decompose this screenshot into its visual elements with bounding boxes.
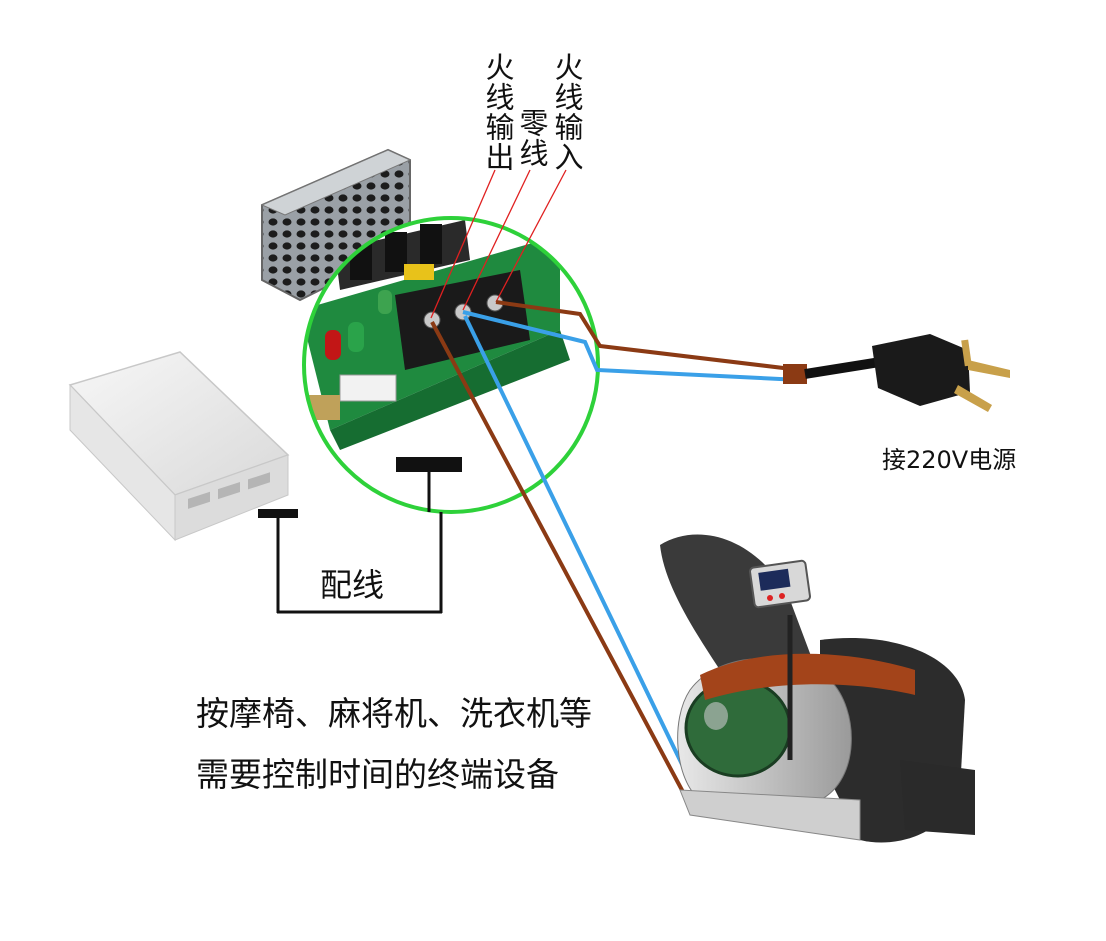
label-neutral: 零线	[515, 108, 549, 168]
power-plug-icon	[872, 334, 1010, 412]
label-live-input: 火线输入	[550, 52, 584, 172]
white-controller-box	[68, 351, 290, 542]
label-devices-line2: 需要控制时间的终端设备	[196, 755, 559, 794]
output-wires	[430, 315, 694, 793]
power-input-wires	[462, 300, 881, 384]
wiring-bracket	[258, 457, 462, 614]
annotation-leader-lines	[430, 169, 567, 319]
label-devices-line1: 按摩椅、麻将机、洗衣机等	[196, 694, 592, 733]
label-power-source: 接220V电源	[882, 446, 1017, 474]
label-live-output: 火线输出	[481, 52, 515, 172]
label-wiring: 配线	[320, 566, 385, 604]
massage-chair	[660, 534, 975, 843]
